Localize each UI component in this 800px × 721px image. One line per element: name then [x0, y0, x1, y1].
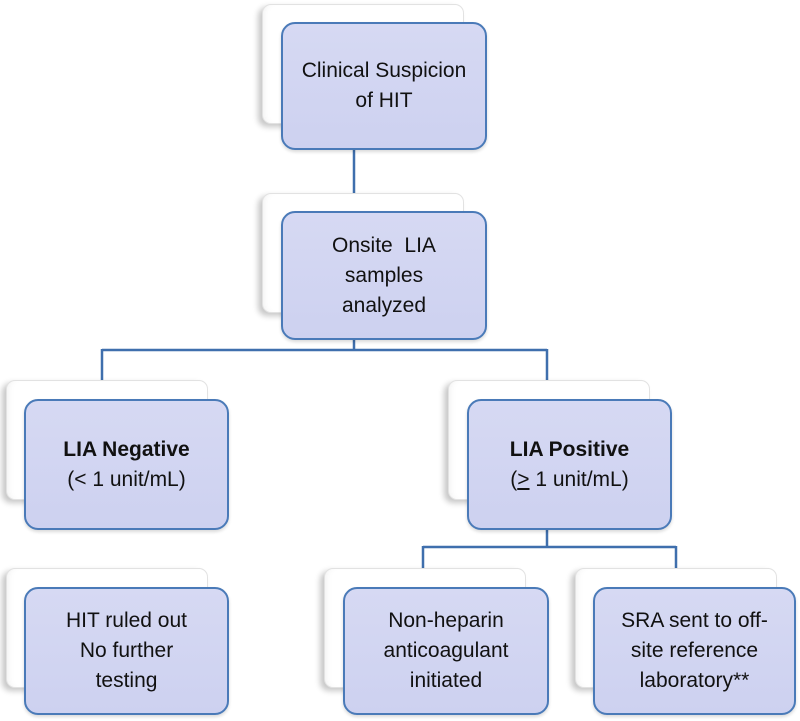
sra-sent-line1: SRA sent to off- [621, 609, 768, 632]
clinical-suspicion-box: Clinical Suspicion of HIT [281, 22, 487, 150]
lia-positive-detail-open: ( [510, 467, 518, 491]
non-heparin-line1: Non-heparin [388, 609, 504, 632]
lia-negative-detail: (< 1 unit/mL) [67, 467, 186, 491]
onsite-lia-line1: Onsite LIA [332, 233, 436, 257]
clinical-suspicion-line1: Clinical Suspicion [301, 59, 467, 82]
non-heparin-line2: anticoagulant [383, 639, 509, 662]
sra-sent-box: SRA sent to off- site reference laborato… [593, 587, 796, 715]
hit-ruled-out-line1: HIT ruled out [65, 609, 187, 632]
lia-negative-title: LIA Negative [63, 437, 190, 461]
onsite-lia-line3: analyzed [341, 293, 427, 317]
onsite-lia-line2: samples [344, 263, 424, 287]
sra-sent-line3: laboratory** [639, 669, 750, 692]
sra-sent-line2: site reference [630, 639, 759, 662]
hit-ruled-out-line3: testing [95, 669, 158, 692]
lia-positive-detail: (> 1 unit/mL) [510, 465, 628, 495]
hit-ruled-out-box: HIT ruled out No further testing [24, 587, 229, 715]
hit-ruled-out-line2: No further [79, 639, 174, 662]
lia-positive-box: LIA Positive (> 1 unit/mL) [467, 399, 672, 530]
lia-positive-detail-symbol: > [517, 467, 530, 491]
lia-negative-box: LIA Negative (< 1 unit/mL) [24, 399, 229, 530]
non-heparin-box: Non-heparin anticoagulant initiated [343, 587, 549, 715]
non-heparin-line3: initiated [409, 669, 483, 692]
onsite-lia-box: Onsite LIA samples analyzed [281, 211, 487, 340]
lia-positive-title: LIA Positive [509, 437, 630, 461]
clinical-suspicion-line2: of HIT [355, 89, 413, 112]
lia-positive-detail-rest: 1 unit/mL) [529, 467, 629, 491]
